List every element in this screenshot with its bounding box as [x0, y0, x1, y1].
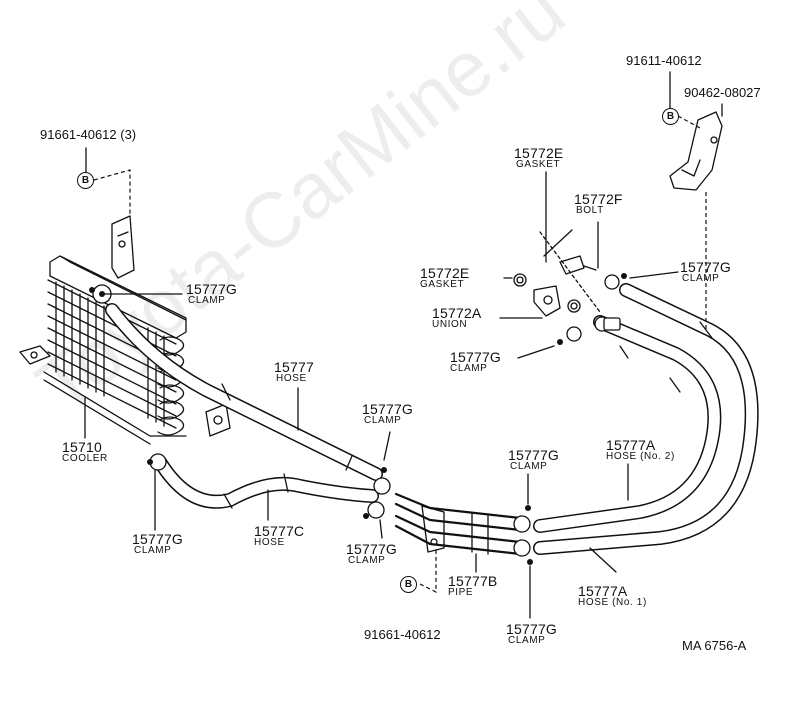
part-name: HOSE — [254, 537, 285, 548]
part-name: BOLT — [576, 205, 604, 216]
part-label: 15777G CLAMP — [132, 532, 183, 556]
part-label: 15777B PIPE — [448, 574, 497, 598]
part-label: 15772E GASKET — [420, 266, 469, 290]
part-number: 15777G — [508, 447, 560, 463]
part-number: 15772F — [574, 191, 623, 207]
part-number: 15777G — [362, 401, 414, 417]
part-label: 15777G CLAMP — [680, 260, 731, 284]
part-label: 15777G CLAMP — [450, 350, 501, 374]
part-label: 15777C HOSE — [254, 524, 304, 548]
part-name: GASKET — [516, 159, 561, 170]
part-name: CLAMP — [682, 273, 720, 284]
part-label: 15777G CLAMP — [346, 542, 397, 566]
part-number-label: 90462-08027 — [684, 85, 761, 100]
bracket-drawing — [669, 111, 723, 191]
hose-15777a-drawing — [533, 283, 759, 555]
part-label: 15777A HOSE (No. 2) — [606, 438, 675, 462]
part-number: 15772E — [514, 145, 564, 161]
part-number: 15777C — [254, 523, 305, 539]
part-label: 15772A UNION — [432, 306, 481, 330]
hose-15777-drawing — [105, 303, 383, 481]
part-name: PIPE — [448, 587, 474, 598]
b-marker-icon: B — [77, 172, 94, 189]
part-name: CLAMP — [510, 461, 548, 472]
drawing-code: MA 6756-A — [682, 638, 747, 653]
part-name: COOLER — [62, 453, 108, 464]
hose-15777c-drawing — [147, 453, 379, 509]
mid-clamps-drawing — [363, 467, 391, 519]
part-number: 15777 — [274, 359, 314, 375]
part-label: 15772F BOLT — [574, 192, 623, 216]
part-number: 15777G — [346, 541, 398, 557]
part-name: CLAMP — [134, 545, 172, 556]
part-label: 15777G CLAMP — [506, 622, 557, 646]
part-label: 15777G CLAMP — [186, 282, 237, 306]
part-label: 15777G CLAMP — [508, 448, 559, 472]
part-name: CLAMP — [450, 363, 488, 374]
part-number: 15777G — [450, 349, 502, 365]
part-number: 15777A — [606, 437, 656, 453]
part-label: 15777G CLAMP — [362, 402, 413, 426]
part-number: 15777G — [506, 621, 558, 637]
union-assembly-drawing — [513, 229, 627, 345]
part-number: 15772A — [432, 305, 482, 321]
b-marker-icon: B — [400, 576, 417, 593]
part-number: 15777G — [186, 281, 238, 297]
part-name: UNION — [432, 319, 468, 330]
part-name: HOSE (No. 1) — [578, 597, 647, 608]
part-label: 15777 HOSE — [274, 360, 314, 384]
part-number: 15777G — [132, 531, 184, 547]
part-name: HOSE (No. 2) — [606, 451, 675, 462]
part-name: GASKET — [420, 279, 465, 290]
part-number-label: 91661-40612 (3) — [40, 127, 137, 142]
pipe-clamps-drawing — [513, 505, 533, 565]
part-name: CLAMP — [348, 555, 386, 566]
leader-lines — [84, 71, 723, 619]
part-label: 15777A HOSE (No. 1) — [578, 584, 647, 608]
part-label: 15772E GASKET — [514, 146, 563, 170]
part-number-label: 91661-40612 — [364, 627, 441, 642]
part-number: 15777G — [680, 259, 732, 275]
oil-cooler-drawing — [19, 215, 231, 445]
part-number: 15772E — [420, 265, 470, 281]
pipe-15777b-drawing — [394, 492, 522, 556]
part-name: CLAMP — [188, 295, 226, 306]
b-marker-icon: B — [662, 108, 679, 125]
part-name: HOSE — [276, 373, 307, 384]
part-number: 15710 — [62, 439, 102, 455]
part-number: 15777B — [448, 573, 498, 589]
part-number-label: 91611-40612 — [626, 53, 702, 68]
part-number: 15777A — [578, 583, 628, 599]
part-name: CLAMP — [364, 415, 402, 426]
part-name: CLAMP — [508, 635, 546, 646]
part-label: 15710 COOLER — [62, 440, 108, 464]
